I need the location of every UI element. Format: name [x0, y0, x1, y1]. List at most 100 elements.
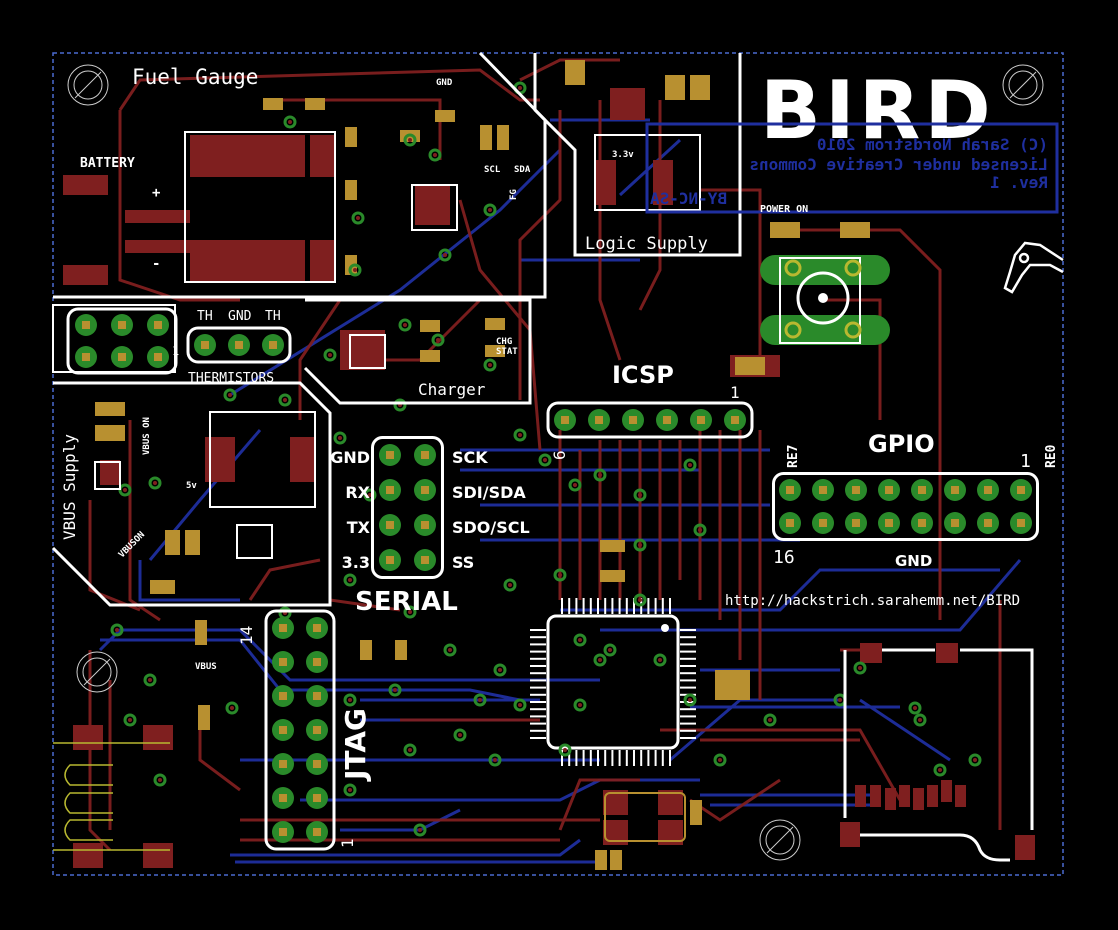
vbuson-label: VBUSON	[117, 530, 147, 560]
vbus-label: VBUS	[195, 662, 217, 672]
thermistor-pin-label: GND	[228, 309, 252, 324]
via	[403, 133, 417, 147]
via-drill	[938, 768, 942, 772]
via-drill	[768, 718, 772, 722]
via-drill	[328, 353, 332, 357]
via-drill	[436, 338, 440, 342]
via-drill	[408, 138, 412, 142]
via	[343, 573, 357, 587]
chg-label: CHG	[496, 337, 512, 347]
thermistor-pin1: 1	[172, 344, 179, 358]
via	[653, 653, 667, 667]
via-drill	[838, 698, 842, 702]
battery-label: BATTERY	[80, 156, 135, 171]
via	[225, 701, 239, 715]
via-drill	[858, 666, 862, 670]
serial-pin-right: SDO/SCL	[452, 518, 530, 537]
via-drill	[115, 628, 119, 632]
via-drill	[598, 473, 602, 477]
via	[713, 753, 727, 767]
copyright-line: Licensed under Creative Commons	[749, 155, 1048, 174]
mounting-hole-icon	[1002, 64, 1044, 106]
logic-supply-label: Logic Supply	[585, 234, 708, 254]
pin-headers	[66, 307, 1039, 851]
via	[453, 728, 467, 742]
jtag-header	[264, 609, 336, 851]
gpio-pin16: 16	[773, 547, 795, 568]
via	[513, 428, 527, 442]
via-drill	[488, 363, 492, 367]
via	[683, 458, 697, 472]
via-drill	[573, 483, 577, 487]
via	[323, 348, 337, 362]
gpio-header	[772, 472, 1039, 541]
via-drill	[688, 698, 692, 702]
via	[763, 713, 777, 727]
power-button[interactable]	[760, 255, 890, 345]
thermistor-pin-label: TH	[197, 309, 213, 324]
via-drill	[408, 610, 412, 614]
gpio-re0: RE0	[1044, 444, 1059, 468]
fg-scl-label: SCL	[484, 165, 501, 175]
battery-connector	[66, 307, 178, 375]
via-drill	[348, 578, 352, 582]
via-drill	[638, 493, 642, 497]
fg-sda-label: SDA	[514, 165, 531, 175]
via-drill	[608, 648, 612, 652]
via	[351, 211, 365, 225]
via-drill	[348, 788, 352, 792]
serial-pin-left: GND	[330, 448, 370, 467]
via	[223, 388, 237, 402]
via	[428, 148, 442, 162]
via-drill	[433, 153, 437, 157]
serial-pin-right: SDI/SDA	[452, 483, 526, 502]
via	[431, 333, 445, 347]
via	[913, 713, 927, 727]
via	[968, 753, 982, 767]
via	[573, 698, 587, 712]
via	[398, 318, 412, 332]
via	[123, 713, 137, 727]
via	[538, 453, 552, 467]
via	[483, 358, 497, 372]
gpio-label: GPIO	[868, 430, 935, 458]
power-on-label: POWER ON	[760, 204, 808, 215]
via	[278, 393, 292, 407]
via-drill	[508, 583, 512, 587]
fg-label: FG	[509, 189, 519, 200]
via-drill	[338, 436, 342, 440]
via-drill	[498, 668, 502, 672]
via-drill	[443, 253, 447, 257]
crystal	[604, 792, 686, 842]
via	[908, 701, 922, 715]
thermistors-label: THERMISTORS	[188, 371, 274, 386]
via-drill	[658, 658, 662, 662]
icsp-label: ICSP	[612, 361, 674, 389]
via-drill	[288, 120, 292, 124]
via-drill	[493, 758, 497, 762]
vbus-supply-label: VBUS Supply	[60, 434, 79, 540]
vbus-on-label: VBUS ON	[142, 417, 152, 455]
copyright-block: (C) Sarah Nordstrom 2010 Licensed under …	[650, 135, 1048, 208]
via-drill	[148, 678, 152, 682]
via	[403, 743, 417, 757]
via	[110, 623, 124, 637]
via-drill	[393, 688, 397, 692]
via	[348, 263, 362, 277]
via-drill	[458, 733, 462, 737]
via	[363, 488, 377, 502]
via-drill	[638, 543, 642, 547]
url-label: http://hackstrich.sarahemm.net/BIRD	[725, 593, 1020, 609]
top-copper-layer	[88, 58, 1002, 852]
via-drill	[518, 703, 522, 707]
via-drill	[488, 208, 492, 212]
via-drill	[518, 433, 522, 437]
copper-pads-large	[63, 88, 1035, 868]
via-drill	[518, 86, 522, 90]
via-drill	[563, 748, 567, 752]
gpio-re7: RE7	[786, 445, 801, 468]
via-drill	[283, 398, 287, 402]
serial-pin-left: 3.3	[342, 553, 370, 572]
mcu-chip	[530, 598, 696, 766]
jtag-pin14: 14	[237, 626, 256, 645]
